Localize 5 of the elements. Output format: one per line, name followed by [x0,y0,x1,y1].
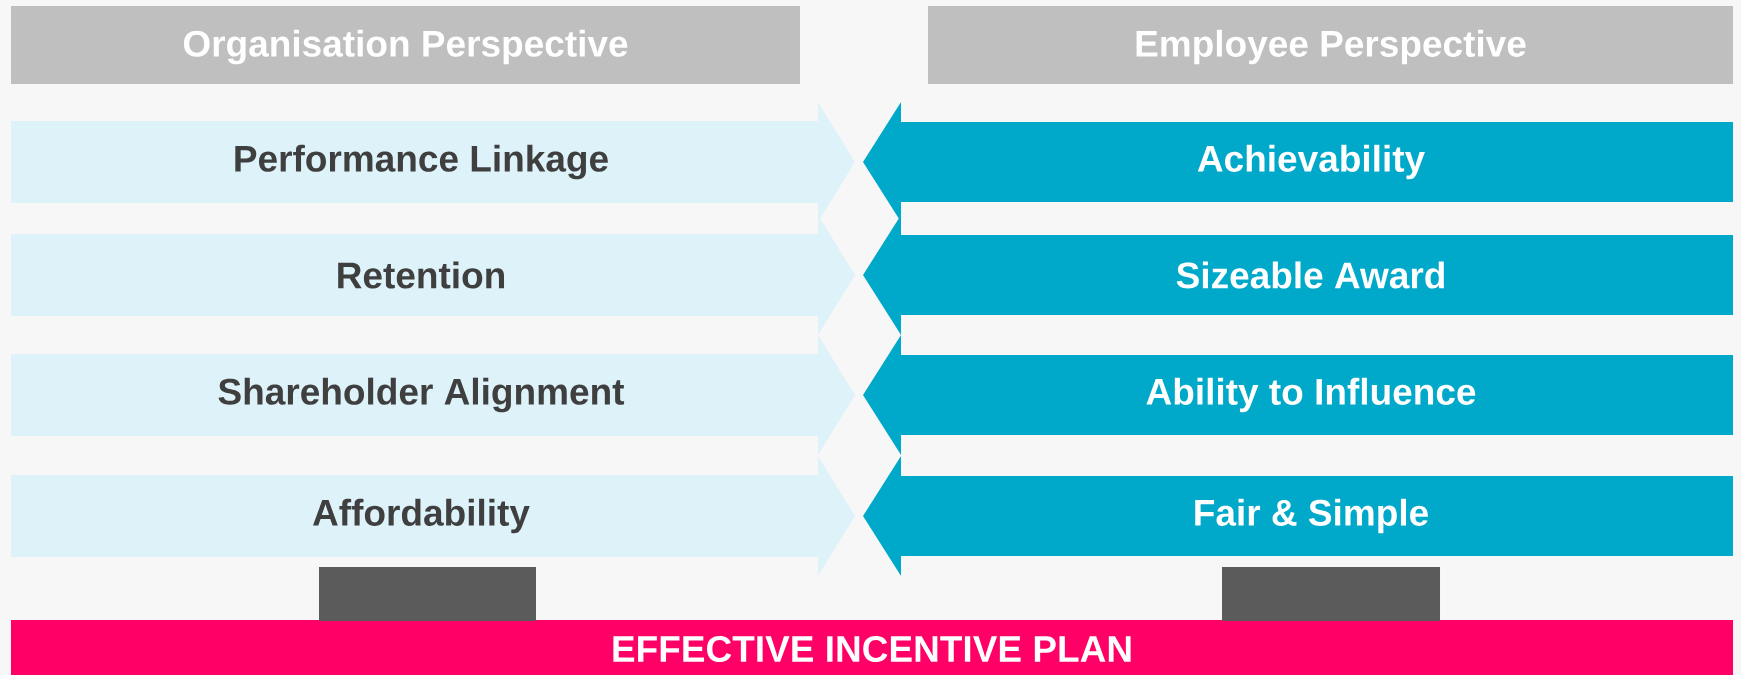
pedestal-block [1222,567,1440,621]
pedestal-block [319,567,536,621]
header-bar: Employee Perspective [928,6,1733,84]
base-bar: EFFECTIVE INCENTIVE PLAN [11,620,1733,675]
header-bar: Organisation Perspective [11,6,800,84]
